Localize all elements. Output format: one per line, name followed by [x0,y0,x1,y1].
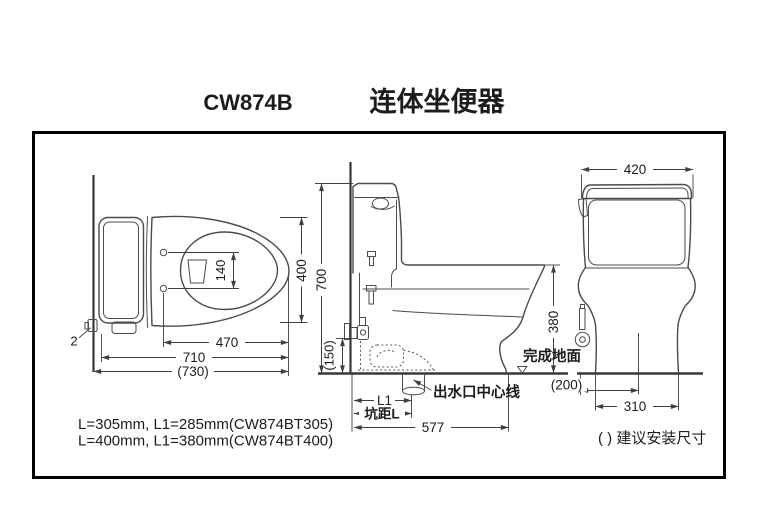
svg-text:700: 700 [314,269,329,292]
supply-valve-screw [359,329,367,336]
spec-note-line2: L=400mm, L1=380mm(CW874BT400) [78,433,333,450]
tank-left-edge [582,197,587,269]
supply-valve-stem [359,317,366,326]
page-title: CW874B 连体坐便器 [203,86,505,117]
hinge-bolt-shaft [369,256,374,266]
front-view: 420 (200) 310 [546,162,703,414]
legend-note: ( ) 建议安装尺寸 [598,430,706,447]
hinge-hole-top [159,248,168,257]
dim-label-l1: L1 [377,393,392,408]
dim-label-wall-gap: 2 [70,334,77,349]
supply-wall-flange [344,323,350,340]
dim-label-pit: 坑距L [364,406,399,422]
svg-text:(150): (150) [322,340,337,370]
dim-label-310: 310 [624,399,647,414]
hinge-bolt-head [367,251,376,257]
hinge-hole-bottom [159,284,168,293]
tank-front-inner-line [391,199,397,288]
dim-label-140: 140 [213,260,228,282]
floor-level-symbol [517,366,528,374]
fixing-bolt-shaft [368,290,374,305]
tank-outline-top [98,216,145,324]
side-view: 700 (150) 380 完成地面 L1 坑距L 577 [314,162,581,435]
angle-valve-screw [579,336,586,343]
svg-text:400: 400 [294,259,309,282]
tank-right-edge [687,197,692,269]
spec-note-line1: L=305mm, L1=285mm(CW874BT305) [78,416,333,433]
fixing-bolt-head [366,285,377,292]
trapway-water-curve [376,349,397,358]
trapway-outlet-curve [403,350,435,373]
dim-label-700: 700 [314,264,329,296]
dim-label-400: 400 [294,254,309,287]
dim-label-420: 420 [624,162,647,177]
dim-label-577: 577 [422,420,445,435]
product-name: 连体坐便器 [370,86,506,117]
dim-label-730: (730) [177,364,209,379]
angle-valve [574,331,591,348]
tank-lid-inner-line [586,187,689,199]
hinge-cover-line [145,216,148,328]
flush-button [372,197,389,210]
dim-label-470: 470 [216,335,239,350]
tank-inner-top [103,221,139,319]
outlet-leader-line [413,379,432,391]
dim-label-200: (200) [551,378,583,393]
dim-label-380: 380 [546,306,561,338]
supply-valve-body [357,325,369,340]
outlet-label: 出水口中心线 [433,383,520,401]
bowl-body-outline [150,215,290,327]
seat-opening-outline [179,231,279,311]
toilet-profile-outline [352,182,546,374]
dim-label-150: (150) [322,340,337,370]
body-left-edge [577,266,597,374]
under-bowl-line [392,310,523,318]
outlet-pipe-end [402,386,425,396]
footnotes: L=305mm, L1=285mm(CW874BT305) L=400mm, L… [78,416,706,450]
tank-lid-front [581,183,693,200]
dim-label-710: 710 [183,350,206,365]
body-right-edge [676,266,696,374]
supply-hose [579,308,586,330]
trapway-weir [369,344,404,368]
svg-text:380: 380 [546,311,561,334]
gap-leader-line [79,327,91,338]
flush-lever-tab [578,198,588,218]
flush-button-lever [370,205,395,210]
supply-hose-joint [580,304,585,309]
tank-face-panel [588,199,686,266]
floor-label: 完成地面 [523,347,581,365]
top-view: 140 400 470 710 (730) 2 [70,175,309,379]
tank-valve-cover [111,321,137,334]
wall-bolt-cap [84,322,89,330]
svg-text:140: 140 [213,260,228,282]
water-spot [187,259,207,284]
model-number: CW874B [203,90,292,115]
drawing-frame [32,131,726,479]
